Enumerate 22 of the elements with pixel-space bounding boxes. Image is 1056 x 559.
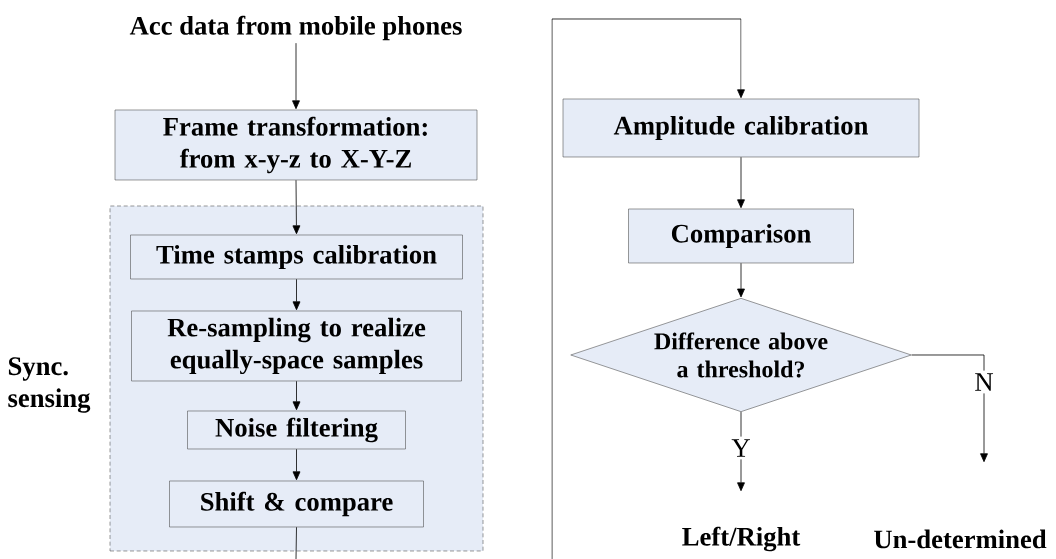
arrow [292,278,301,311]
process-box: Frame transformation: from x-y-z to X-Y-Z [114,109,478,181]
arrow [737,156,745,209]
process-box: Amplitude calibration [562,98,920,158]
arrow [292,179,301,235]
arrow [911,354,988,463]
outcome-label: Left/Right [682,526,801,552]
edge-label: Y [728,436,754,460]
input-label: Acc data from mobile phones [129,15,462,41]
process-box: Shift & compare [169,480,424,528]
group-label: Sync. sensing [8,357,91,413]
arrow [292,380,301,411]
process-box: Time stamps calibration [130,234,463,280]
outcome-label: Un-determined [874,529,1047,549]
edge-label: N [971,370,997,394]
process-box: Re-sampling to realize equally-space samples [131,310,462,382]
arrow [292,448,301,481]
arrow [292,42,300,110]
process-box: Comparison [628,208,854,264]
arrow [551,18,745,559]
process-box: Noise filtering [187,410,406,450]
arrow [737,262,745,298]
